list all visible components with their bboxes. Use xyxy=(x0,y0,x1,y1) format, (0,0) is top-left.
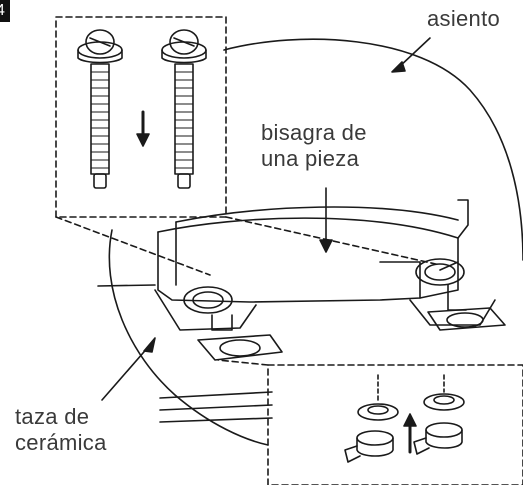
bolt-icon xyxy=(161,29,207,189)
wing-nut-icon xyxy=(413,422,463,455)
wing-nut-icon xyxy=(344,430,394,463)
bowl-rim-line xyxy=(159,404,273,411)
callout-connector-bottom xyxy=(217,359,269,366)
washer-icon xyxy=(357,374,399,421)
bowl-label: taza de cerámica xyxy=(15,404,107,456)
bolt-callout-box xyxy=(55,16,227,218)
bowl-rim-line xyxy=(159,391,273,399)
label-pointer-bowl xyxy=(101,337,156,401)
label-pointer-hinge xyxy=(319,187,333,253)
arrow-up-icon xyxy=(403,413,417,454)
step-number-badge: 4 xyxy=(0,0,10,22)
hinge-label-line1: bisagra de xyxy=(261,120,367,145)
seat-outline xyxy=(223,38,523,261)
callout-connector-right xyxy=(225,216,441,266)
seat-label: asiento xyxy=(427,6,501,31)
label-pointer-seat xyxy=(391,37,431,73)
bowl-label-line1: taza de xyxy=(15,404,90,429)
mounting-plate xyxy=(197,334,283,361)
hinge-label-line2: una pieza xyxy=(261,146,360,171)
arrow-down-icon xyxy=(136,110,150,147)
washer-icon xyxy=(423,374,465,411)
callout-connector-left xyxy=(55,216,211,276)
mounting-plate xyxy=(427,307,506,331)
bowl-label-line2: cerámica xyxy=(15,430,107,455)
bowl-rim-line xyxy=(97,284,156,287)
hinge-label: bisagra de una pieza xyxy=(261,120,367,172)
bowl-outline xyxy=(108,229,269,446)
bowl-rim-line xyxy=(159,417,273,423)
hardware-callout-box xyxy=(267,364,523,485)
bolt-icon xyxy=(77,29,123,189)
